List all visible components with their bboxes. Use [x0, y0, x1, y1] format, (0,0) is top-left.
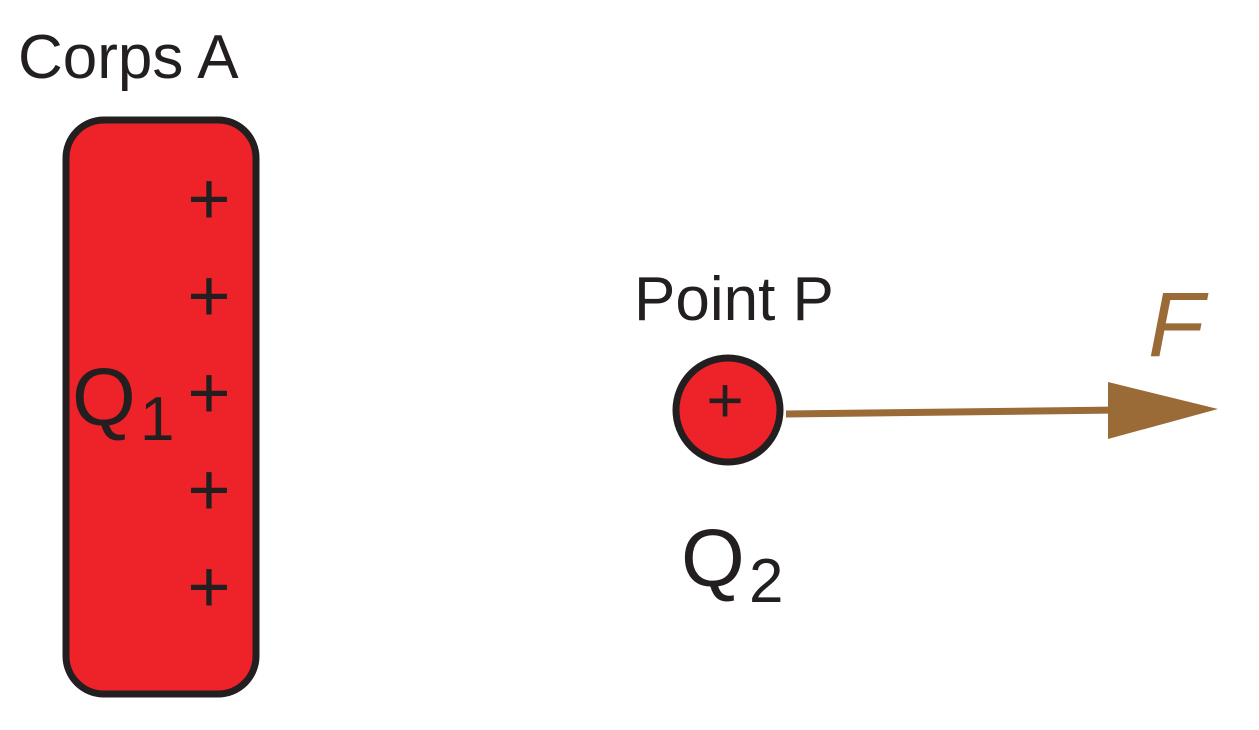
point-charge-sign: +: [706, 364, 743, 436]
plus-sign: +: [187, 545, 230, 628]
charge-q1-symbol: Q: [72, 352, 136, 443]
plus-sign: +: [187, 157, 230, 240]
charge-q1-label: Q 1: [72, 352, 174, 454]
charge-q1-subscript: 1: [140, 385, 174, 454]
plus-sign: +: [187, 448, 230, 531]
body-a-label: Corps A: [18, 23, 239, 92]
point-charge: [672, 354, 784, 466]
plus-sign: +: [187, 351, 230, 434]
charge-q2-symbol: Q: [681, 513, 745, 604]
force-arrow-shaft: [785, 406, 1121, 418]
plus-sign: +: [187, 254, 230, 337]
force-arrow: [785, 382, 1218, 439]
force-arrow-head: [1108, 382, 1218, 439]
force-label: F: [1148, 274, 1209, 376]
charge-q2-subscript: 2: [749, 547, 783, 616]
body-a: [62, 116, 260, 698]
body-a-charges: + + + + +: [187, 157, 230, 628]
charge-q2-label: Q 2: [681, 513, 783, 616]
point-p-label: Point P: [634, 265, 834, 334]
